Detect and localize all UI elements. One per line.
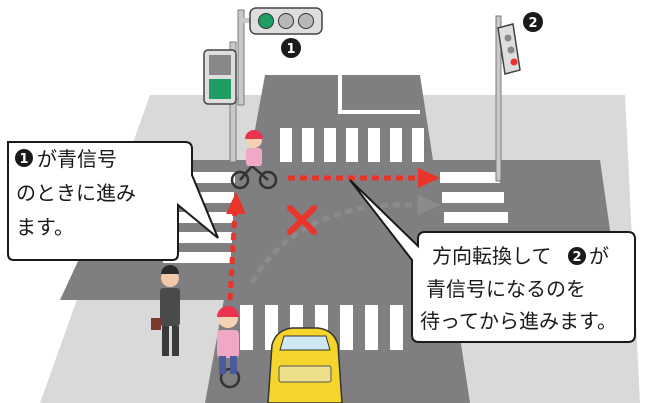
svg-text:青信号になるのを: 青信号になるのを [426,277,586,301]
svg-text:1: 1 [286,42,295,57]
signal-1-badge: 1 [281,38,301,58]
child-cyclist-icon [217,306,241,389]
svg-text:方向転換して: 方向転換して [432,244,551,268]
pedestrian-signal-icon [203,41,237,163]
traffic-signal-icon [237,7,323,106]
bicycle-icon [230,130,278,190]
traffic-signal-2-icon [495,15,521,182]
svg-text:2: 2 [528,16,537,31]
two-step-right-turn-path [226,168,440,301]
right-callout: 方向転換して 2 が 青信号になるのを 待ってから進みます。 [349,179,636,343]
svg-text:が青信号: が青信号 [37,147,117,171]
svg-text:が: が [589,244,609,268]
svg-text:2: 2 [572,250,581,265]
crosswalk-right [440,172,508,223]
crosswalk-top [280,128,424,162]
svg-text:のときに進み: のときに進み [16,181,136,205]
svg-text:ます。: ます。 [16,215,74,239]
curb-line [338,75,420,114]
svg-text:待ってから進みます。: 待ってから進みます。 [420,309,617,333]
car-icon [267,327,343,403]
signal-2-badge: 2 [523,12,543,32]
left-callout: 1 が青信号 のときに進み ます。 [7,141,219,261]
crosswalk-bottom [240,305,403,350]
prohibited-direct-turn-path [249,195,440,284]
svg-text:1: 1 [19,152,28,167]
x-mark-icon [287,205,317,235]
pedestrian-icon [151,265,180,356]
